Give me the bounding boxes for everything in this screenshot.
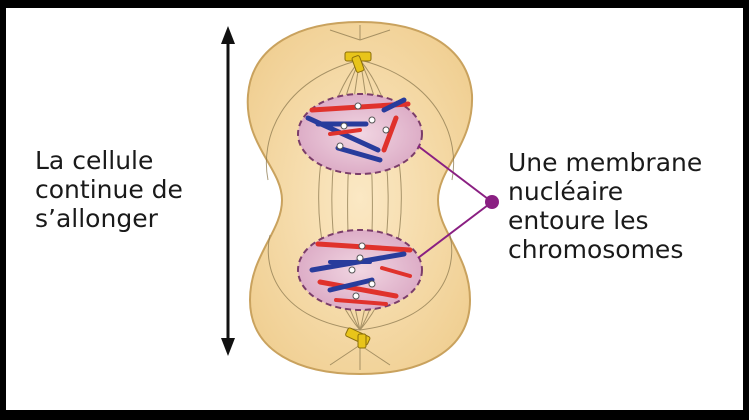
nuclear-membrane-label-line: chromosomes xyxy=(508,235,743,264)
nuclear-membrane-label-line: Une membrane xyxy=(508,148,743,177)
nuclear-membrane-label: Une membrane nucléaire entoure les chrom… xyxy=(508,148,743,264)
nuclear-membrane-label-line: nucléaire xyxy=(508,177,743,206)
cell-body xyxy=(248,22,472,374)
nucleus-top xyxy=(298,94,422,174)
cell-elongation-label-line: La cellule xyxy=(35,146,225,175)
nuclear-membrane-label-line: entoure les xyxy=(508,206,743,235)
cell-elongation-label-line: continue de xyxy=(35,175,225,204)
nucleus-bottom xyxy=(298,230,422,310)
cell-elongation-label-line: s’allonger xyxy=(35,204,225,233)
cell-elongation-label: La cellule continue de s’allonger xyxy=(35,146,225,233)
